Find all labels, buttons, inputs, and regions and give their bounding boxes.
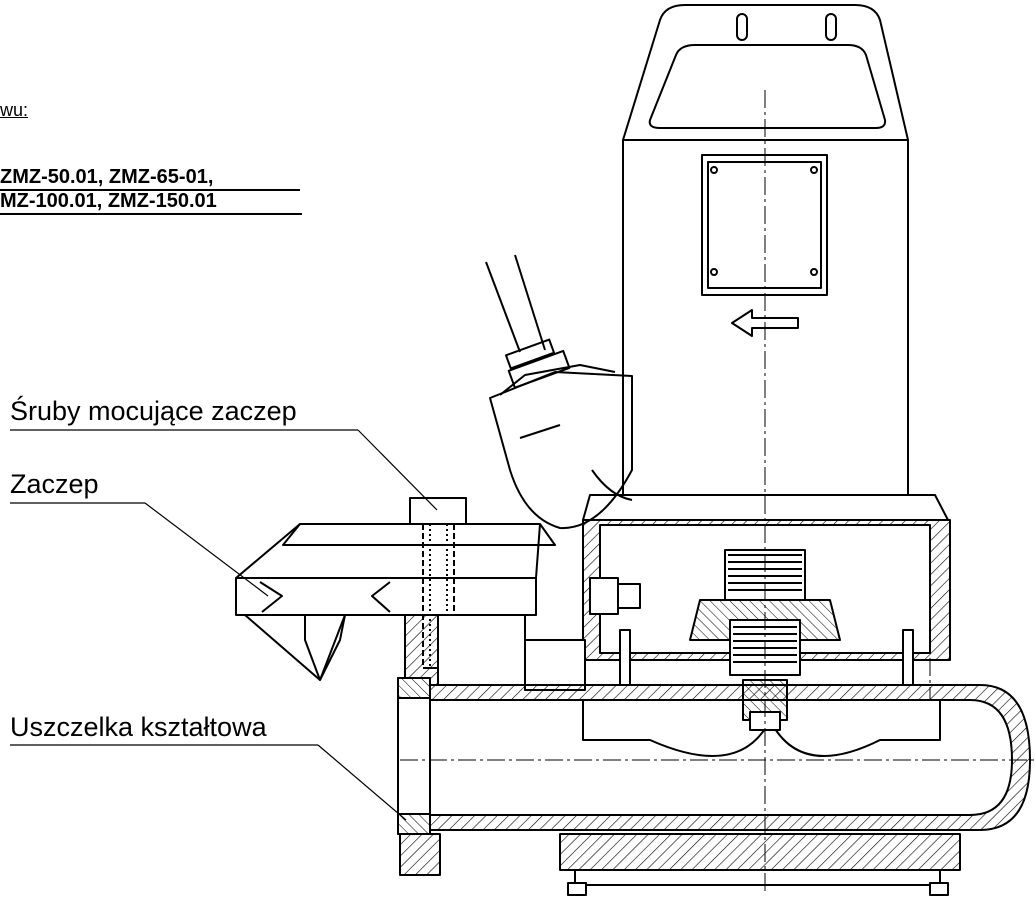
motor-handle <box>622 4 909 141</box>
mounting-bolt-head <box>409 497 467 525</box>
header-intro-text: wu: <box>0 100 29 120</box>
model-list-line-1: ZMZ-50.01, ZMZ-65-01, <box>0 166 214 188</box>
label-hook: Zaczep <box>10 469 99 499</box>
handle-slot-left <box>736 13 748 41</box>
label-mounting-bolts: Śruby mocujące zaczep <box>10 396 297 426</box>
handle-slot-right <box>825 13 837 41</box>
model-list-underline-1 <box>0 189 300 191</box>
rotation-arrow-icon <box>731 309 799 337</box>
inlet-flange <box>397 677 431 835</box>
cable-and-gland <box>485 254 633 530</box>
hook-bracket <box>235 497 586 691</box>
leader-lines <box>10 429 438 821</box>
model-list-line-2: MZ-100.01, ZMZ-150.01 <box>0 190 217 212</box>
label-shaped-seal: Uszczelka kształtowa <box>10 712 267 742</box>
volute-casing <box>397 677 1031 896</box>
oil-plug <box>589 577 619 615</box>
model-list-underline-2 <box>0 213 302 215</box>
seal-chamber <box>582 494 951 686</box>
centre-lines <box>400 90 1036 895</box>
shaped-seal <box>397 677 431 699</box>
